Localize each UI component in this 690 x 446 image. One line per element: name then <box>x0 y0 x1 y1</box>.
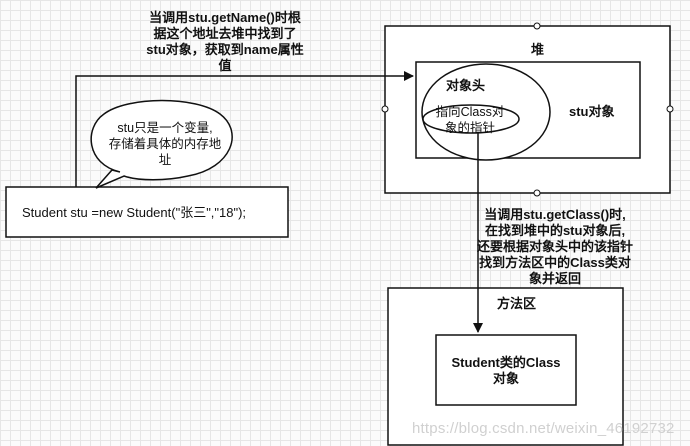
code-box <box>5 186 289 238</box>
class-object-label: Student类的Class 对象 <box>436 355 576 387</box>
get-class-note: 当调用stu.getClass()时, 在找到堆中的stu对象后, 还要根据对象… <box>460 207 650 287</box>
get-class-note-line-2: 在找到堆中的stu对象后, <box>484 223 626 238</box>
get-name-note-line-2: 据这个地址去堆中找到了 <box>153 26 297 41</box>
class-object-line-2: 对象 <box>492 371 519 386</box>
watermark: https://blog.csdn.net/weixin_46192732 <box>412 420 675 437</box>
class-pointer-ellipse <box>422 104 520 134</box>
stu-variable-note: stu只是一个变量, 存储着具体的内存地 址 <box>90 120 240 168</box>
class-pointer-line-2: 象的指针 <box>444 121 495 135</box>
heap-handle-top <box>533 22 541 30</box>
method-area-title: 方法区 <box>497 296 537 311</box>
get-name-note-line-3: stu对象，获取到name属性 <box>146 42 304 57</box>
get-name-arrow <box>75 71 414 187</box>
heap-handle-right <box>666 105 674 113</box>
stu-variable-note-line-2: 存储着具体的内存地 <box>108 137 222 151</box>
get-name-note-line-4: 值 <box>218 58 232 73</box>
stu-variable-note-line-3: 址 <box>158 153 172 167</box>
stu-object-label: stu对象 <box>569 104 615 119</box>
heap-handle-left <box>381 105 389 113</box>
stu-variable-note-line-1: stu只是一个变量, <box>117 121 213 135</box>
class-pointer-line-1: 指向Class对 <box>435 105 505 119</box>
class-object-box <box>435 334 577 406</box>
object-header-label: 对象头 <box>446 78 486 93</box>
heap-handle-bottom <box>533 189 541 197</box>
get-class-note-line-4: 找到方法区中的Class类对 <box>479 255 631 270</box>
heap-title: 堆 <box>531 42 545 57</box>
get-name-note-line-1: 当调用stu.getName()时根 <box>149 10 301 25</box>
get-class-note-line-3: 还要根据对象头中的该指针 <box>476 239 633 254</box>
get-class-note-line-5: 象并返回 <box>528 271 581 286</box>
class-pointer-label: 指向Class对 象的指针 <box>430 104 510 136</box>
stu-variable-bubble <box>90 99 233 189</box>
get-name-note: 当调用stu.getName()时根 据这个地址去堆中找到了 stu对象，获取到… <box>130 10 320 74</box>
code-text: Student stu =new Student("张三","18"); <box>22 205 247 220</box>
class-object-line-1: Student类的Class <box>451 355 561 370</box>
get-class-note-line-1: 当调用stu.getClass()时, <box>484 207 626 222</box>
